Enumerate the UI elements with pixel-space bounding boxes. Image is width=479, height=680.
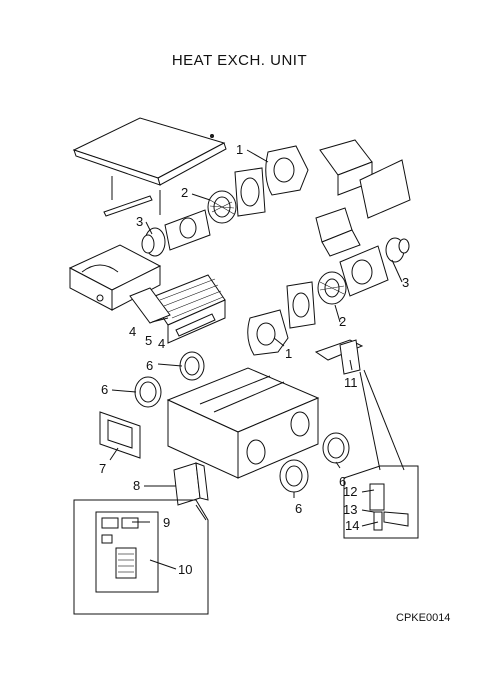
damper-bracket: [314, 339, 364, 375]
right-scroll-plate: [286, 281, 316, 329]
callout-4-lower: 4: [158, 336, 165, 351]
callout-10: 10: [178, 562, 192, 577]
right-fan-wheel: [317, 271, 347, 305]
callout-6-b: 6: [101, 382, 108, 397]
callout-14: 14: [345, 518, 359, 533]
callout-9: 9: [163, 515, 170, 530]
callout-3-left: 3: [136, 214, 143, 229]
callout-12: 12: [343, 484, 357, 499]
callout-1-upper: 1: [236, 142, 243, 157]
duct-collar-c: [279, 459, 309, 493]
control-box: [173, 462, 209, 506]
callout-6-c: 6: [295, 501, 302, 516]
duct-collar-a: [179, 351, 205, 381]
duct-collar-d: [322, 432, 350, 464]
left-fan-motor: [141, 209, 211, 257]
leader-lines: [109, 149, 405, 570]
right-fan-motor: [339, 237, 410, 297]
callout-4-upper: 4: [129, 324, 136, 339]
main-cabinet: [166, 367, 320, 479]
callout-1-lower: 1: [285, 346, 292, 361]
callout-6-d: 6: [339, 474, 346, 489]
callout-7: 7: [99, 461, 106, 476]
callout-6-a: 6: [146, 358, 153, 373]
duct-collar-b: [134, 376, 162, 408]
right-top-duct: [315, 139, 411, 257]
access-panel: [99, 411, 141, 459]
callout-2-left: 2: [181, 185, 188, 200]
callout-11: 11: [344, 375, 358, 390]
filter-lower: [175, 313, 216, 337]
callout-8: 8: [133, 478, 140, 493]
left-scroll-plate: [234, 167, 266, 217]
top-cover-panel: [72, 117, 227, 217]
callout-5: 5: [145, 333, 152, 348]
left-blower-housing: [68, 244, 162, 311]
callout-13: 13: [343, 502, 357, 517]
callout-labels: 1 1 2 2 3 3 4 4 5 6 6 6 6 7 8 9 10 11 12…: [99, 142, 409, 577]
lower-scroll-casing: [247, 309, 289, 356]
upper-scroll-casing: [265, 145, 309, 196]
callout-2-right: 2: [339, 314, 346, 329]
filter-upper: [129, 287, 171, 324]
diagram-title: HEAT EXCH. UNIT: [171, 52, 308, 69]
callout-3-right: 3: [402, 275, 409, 290]
left-fan-wheel: [207, 190, 237, 224]
control-board-inset: [73, 499, 209, 615]
drawing-code: CPKE0014: [396, 612, 451, 624]
